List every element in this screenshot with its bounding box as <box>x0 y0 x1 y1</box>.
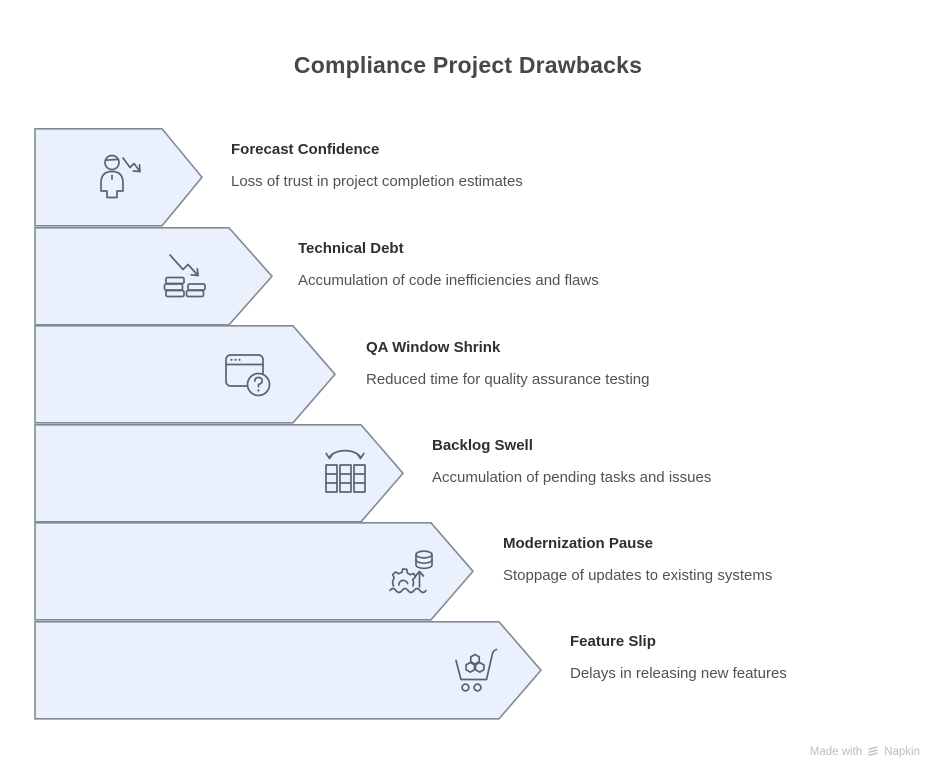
step-arrow <box>34 522 475 621</box>
step-title: Backlog Swell <box>432 437 533 454</box>
kanban-columns-arrow-icon <box>325 449 366 493</box>
step-title: Forecast Confidence <box>231 141 380 158</box>
step-arrow <box>34 620 543 720</box>
step-title: Modernization Pause <box>503 535 654 552</box>
sunken-gear-database-icon <box>389 550 433 594</box>
step-arrow <box>34 226 274 326</box>
person-decline-icon <box>100 154 141 199</box>
step-title: Technical Debt <box>298 240 404 257</box>
watermark-prefix: Made with <box>809 746 863 758</box>
watermark-brand: Napkin <box>884 746 920 758</box>
step-arrow <box>34 423 405 523</box>
step-desc: Delays in releasing new features <box>570 665 787 682</box>
page-title: Compliance Project Drawbacks <box>293 52 643 78</box>
step-desc: Reduced time for quality assurance testi… <box>366 371 650 388</box>
step-title: Feature Slip <box>570 633 656 650</box>
step-arrow <box>34 128 204 227</box>
step-arrow <box>34 325 337 424</box>
step-desc: Loss of trust in project completion esti… <box>231 173 523 190</box>
step-desc: Stoppage of updates to existing systems <box>503 567 773 584</box>
window-question-icon <box>225 354 271 397</box>
step-title: QA Window Shrink <box>366 339 501 356</box>
cart-hexagons-icon <box>455 648 498 692</box>
step-desc: Accumulation of code inefficiencies and … <box>298 272 599 289</box>
napkin-logo-icon <box>868 746 878 756</box>
watermark: Made with Napkin <box>810 746 920 758</box>
step-desc: Accumulation of pending tasks and issues <box>432 469 712 486</box>
stacks-decline-icon <box>163 254 206 298</box>
